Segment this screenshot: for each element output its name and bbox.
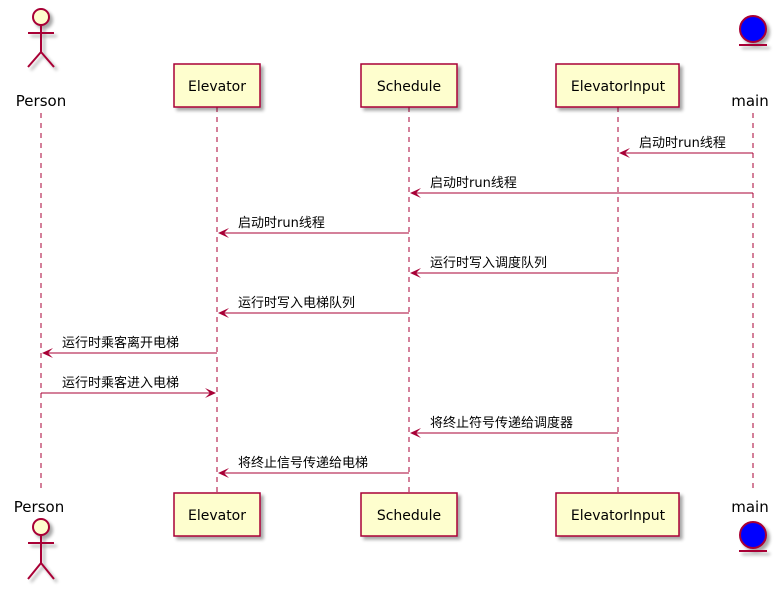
participant-label: ElevatorInput <box>571 508 666 524</box>
arrowhead-icon <box>42 348 53 358</box>
participant-input-top: ElevatorInput <box>555 63 680 108</box>
message-label: 启动时run线程 <box>238 216 325 231</box>
participant-label: Person <box>14 498 64 516</box>
message-8: 将终止符号传递给调度器 <box>410 415 618 438</box>
message-label: 运行时乘客离开电梯 <box>62 335 179 351</box>
arrowhead-icon <box>218 308 229 318</box>
message-label: 启动时run线程 <box>639 136 726 151</box>
participant-label: Elevator <box>188 79 246 95</box>
message-1: 启动时run线程 <box>619 136 753 158</box>
participant-elevator-bottom: Elevator <box>173 492 261 537</box>
participant-main-bottom: main <box>731 498 769 552</box>
participant-input-bottom: ElevatorInput <box>555 492 680 537</box>
lifelines <box>40 107 754 493</box>
participant-person-top: Person <box>16 8 66 110</box>
participant-schedule-bottom: Schedule <box>360 492 458 537</box>
message-label: 运行时写入电梯队列 <box>238 296 355 311</box>
participant-label: ElevatorInput <box>571 79 666 95</box>
participant-label: Schedule <box>377 508 441 524</box>
message-7: 运行时乘客进入电梯 <box>41 375 216 398</box>
arrowhead-icon <box>619 148 630 158</box>
arrowhead-icon <box>410 428 421 438</box>
arrowhead-icon <box>218 468 229 478</box>
arrowhead-icon <box>205 388 216 398</box>
message-6: 运行时乘客离开电梯 <box>42 335 217 358</box>
message-5: 运行时写入电梯队列 <box>218 296 409 318</box>
message-label: 运行时写入调度队列 <box>430 255 547 271</box>
arrowhead-icon <box>218 228 229 238</box>
actor-icon <box>27 518 55 580</box>
message-4: 运行时写入调度队列 <box>410 255 618 278</box>
arrowhead-icon <box>410 268 421 278</box>
message-3: 启动时run线程 <box>218 216 409 238</box>
participant-person-bottom: Person <box>14 498 64 580</box>
participant-elevator-top: Elevator <box>173 63 261 108</box>
participant-label: main <box>731 498 768 516</box>
participant-schedule-top: Schedule <box>360 63 458 108</box>
message-label: 将终止信号传递给电梯 <box>238 455 368 471</box>
participant-label: Schedule <box>377 79 441 95</box>
participant-label: Person <box>16 92 66 110</box>
participant-main-top: main <box>731 15 769 110</box>
message-2: 启动时run线程 <box>410 176 753 198</box>
participant-label: Elevator <box>188 508 246 524</box>
participant-label: main <box>731 92 768 110</box>
message-label: 启动时run线程 <box>430 176 517 191</box>
arrowhead-icon <box>410 188 421 198</box>
message-label: 运行时乘客进入电梯 <box>62 375 179 391</box>
message-9: 将终止信号传递给电梯 <box>218 455 409 478</box>
message-label: 将终止符号传递给调度器 <box>430 415 573 431</box>
entity-icon <box>739 521 767 552</box>
messages: 启动时run线程启动时run线程启动时run线程运行时写入调度队列运行时写入电梯… <box>41 136 753 478</box>
actor-icon <box>27 8 55 68</box>
entity-icon <box>739 15 767 46</box>
